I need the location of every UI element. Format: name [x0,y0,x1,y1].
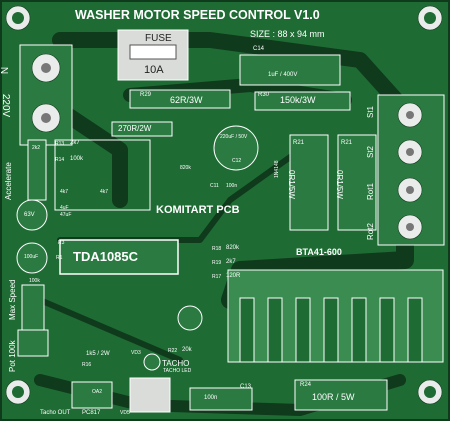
c8-value: 47uF [60,212,72,218]
r10-value: 4k7 [100,189,109,195]
mains-terminal-block [19,44,73,146]
st2-label: St2 [366,145,375,158]
tacho-connector [129,377,171,413]
size-label: SIZE : 88 x 94 mm [250,29,325,39]
input-network [54,139,151,211]
triac-heatsink [227,269,444,363]
c12-value: 220uF / 50V [220,134,248,140]
r21b-value: 0R1/5W [335,170,344,199]
c13-ref: C13 [240,384,252,390]
r18-value: 820k [226,245,240,251]
board-title: WASHER MOTOR SPEED CONTROL V1.0 [75,8,320,22]
r270-resistor [111,121,173,137]
c14-capacitor [239,54,341,86]
diode-label: 1N4148 [274,160,280,178]
c14-value: 1uF / 400V [268,72,298,78]
tacho-led [143,353,161,371]
oa2-ref: OA2 [92,389,103,395]
r24-value: 100R / 5W [312,392,355,402]
pot-label: Pot 100k [8,340,17,372]
supply-n-label: N [0,67,9,74]
tacho-label: TACHO [162,359,190,368]
r21a-resistor [289,134,329,231]
r21a-value: 0R1/5W [287,170,296,199]
r21b-resistor [337,134,377,231]
c3-capacitor [16,199,48,231]
pot-connector [17,329,49,357]
brand-label: KOMITART PCB [156,204,240,216]
tacho-out-label: Tacho OUT [40,410,71,416]
c11-value: 100n [226,183,238,189]
fuse-label: FUSE [145,33,172,44]
r13-ref: R13 [55,141,65,147]
c13-value: 100n [204,395,218,401]
rot1-label: Rot1 [366,183,375,200]
trace-left [52,102,128,208]
pc817-label: PC817 [82,410,101,416]
rot2-label: Rot2 [366,223,375,240]
tda1085c-chip [59,239,179,275]
max-speed-connector [21,284,45,336]
r29-value: 62R/3W [170,95,203,105]
r30-ref: R30 [258,92,270,98]
r21b-ref: R21 [341,140,353,146]
r19-value: 2k7 [226,259,236,265]
r16-ref: R16 [82,362,92,368]
r17-value: 120R [226,273,241,279]
trace-signal-2 [37,297,183,363]
c7-capacitor [177,305,203,331]
r24-resistor [294,379,388,411]
r29-resistor [129,89,231,109]
r1-value: 100k [29,278,40,284]
st1-label: St1 [366,105,375,118]
r30-value: 150k/3W [280,95,316,105]
r30-resistor [254,91,351,111]
c14-ref: C14 [253,46,265,52]
r1-ref: R1 [56,255,63,261]
c13-capacitor [189,387,253,411]
r13-value: 2k7 [70,140,80,146]
max-speed-label: Max Speed [8,279,17,320]
r22-ref: R22 [168,348,178,354]
vd5-ref: VD5 [120,410,130,416]
accelerate-connector [27,139,47,201]
r17-ref: R17 [212,274,222,280]
vd3-ref: VD3 [131,350,141,356]
c9-value: 100uF [24,254,39,260]
pc817-optocoupler [71,381,113,409]
c12-ref: C12 [232,158,242,164]
c3-value: 63V [24,212,35,218]
r2-value: 4k7 [60,189,69,195]
r3-ref: R3 [58,240,65,246]
fuse-rating: 10A [144,64,164,76]
fuse-holder [117,29,189,81]
triac-label: BTA41-600 [296,247,342,257]
r15-value: 2k2 [32,145,41,151]
mounting-holes [5,5,443,405]
c11-label: C11 [210,183,219,189]
accelerate-label: Accelerate [4,162,13,200]
r24-ref: R24 [300,382,312,388]
r11-value: 820k [180,165,191,171]
r270-value: 270R/2W [118,124,152,133]
c12-capacitor [213,125,259,171]
tacho-led-label: TACHO LED [163,368,192,374]
r19-ref: R19 [212,260,222,266]
r-tacho-value: 1k5 / 2W [86,351,110,357]
r21a-ref: R21 [293,140,305,146]
r14-value: 100k [70,156,84,162]
c4-value: 4uF [60,205,69,211]
c9-capacitor [16,242,48,274]
r29-ref: R29 [140,92,152,98]
r14-ref: R14 [55,157,65,163]
supply-220v-label: 220V [0,93,12,118]
r22-value: 20k [182,347,192,353]
motor-terminal-block [377,94,445,246]
r18-ref: R18 [212,246,222,252]
tda1085c-label: TDA1085C [73,249,139,264]
